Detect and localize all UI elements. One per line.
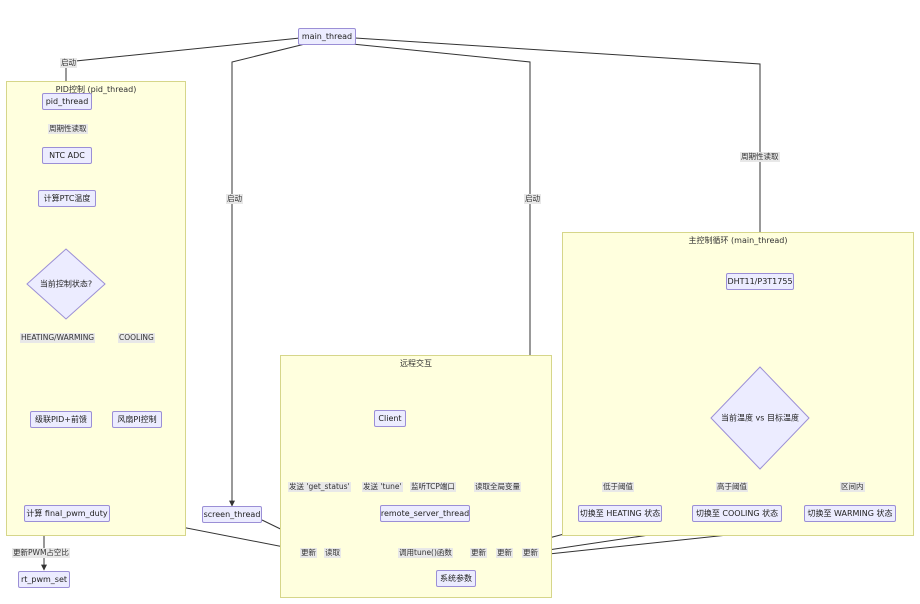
cluster-remote-interaction: 远程交互 [280, 355, 552, 598]
node-pid-state-decision[interactable]: 当前控制状态? [26, 248, 106, 320]
edge-label-heating-warming: HEATING/WARMING [20, 333, 96, 343]
edge-label-send-tune: 发送 'tune' [362, 482, 403, 492]
edge-label-update-4: 更新 [522, 548, 539, 558]
edge-label-read-1: 读取 [324, 548, 341, 558]
node-calc-final-pwm[interactable]: 计算 final_pwm_duty [24, 505, 110, 522]
cluster-pid-title: PID控制 (pid_thread) [55, 85, 137, 94]
edge-label-periodic-read-main: 周期性读取 [740, 152, 780, 162]
node-cascade-pid[interactable]: 级联PID+前馈 [30, 411, 92, 428]
node-temp-compare-label: 当前温度 vs 目标温度 [721, 413, 799, 423]
edge-label-call-tune: 调用tune()函数 [398, 548, 453, 558]
edge-label-update-1: 更新 [300, 548, 317, 558]
edge-label-send-get-status: 发送 'get_status' [288, 482, 351, 492]
node-system-params[interactable]: 系统参数 [436, 570, 476, 587]
node-screen-thread[interactable]: screen_thread [202, 506, 262, 523]
node-remote-server-thread[interactable]: remote_server_thread [380, 505, 470, 522]
edge-label-update-3: 更新 [496, 548, 513, 558]
edge-label-periodic-read-pid: 周期性读取 [48, 124, 88, 134]
edge-label-update-2: 更新 [470, 548, 487, 558]
edge-main-to-dht11 [354, 37, 763, 273]
node-client[interactable]: Client [374, 410, 406, 427]
node-to-cooling[interactable]: 切换至 COOLING 状态 [692, 505, 782, 522]
edge-label-update-pwm-duty: 更新PWM占空比 [12, 548, 70, 558]
edge-label-listen-tcp: 监听TCP端口 [410, 482, 456, 492]
cluster-remote-title: 远程交互 [400, 359, 432, 368]
edge-label-start-pid: 启动 [60, 58, 77, 68]
node-fan-pi[interactable]: 风扇PI控制 [112, 411, 162, 428]
node-pid-state-label: 当前控制状态? [39, 279, 93, 289]
node-main-thread[interactable]: main_thread [298, 28, 356, 45]
node-to-warming[interactable]: 切换至 WARMING 状态 [804, 505, 896, 522]
cluster-main-title: 主控制循环 (main_thread) [688, 236, 788, 245]
edge-label-start-remote: 启动 [524, 194, 541, 204]
node-to-heating[interactable]: 切换至 HEATING 状态 [578, 505, 662, 522]
edge-label-in-range: 区间内 [840, 482, 865, 492]
node-dht11[interactable]: DHT11/P3T1755 [726, 273, 794, 290]
edge-label-cooling: COOLING [118, 333, 155, 343]
edge-label-read-globals: 读取全局变量 [474, 482, 521, 492]
node-temp-compare-decision[interactable]: 当前温度 vs 目标温度 [710, 366, 810, 470]
cluster-pid-control: PID控制 (pid_thread) [6, 81, 186, 536]
node-ntc-adc[interactable]: NTC ADC [42, 147, 92, 164]
node-calc-ptc[interactable]: 计算PTC温度 [38, 190, 96, 207]
node-pid-thread[interactable]: pid_thread [42, 93, 92, 110]
node-rt-pwm-set[interactable]: rt_pwm_set [18, 571, 70, 588]
edge-label-below-threshold: 低于阈值 [602, 482, 634, 492]
edge-label-start-screen: 启动 [226, 194, 243, 204]
edge-main-to-screen [229, 43, 306, 507]
edge-label-above-threshold: 高于阈值 [716, 482, 748, 492]
